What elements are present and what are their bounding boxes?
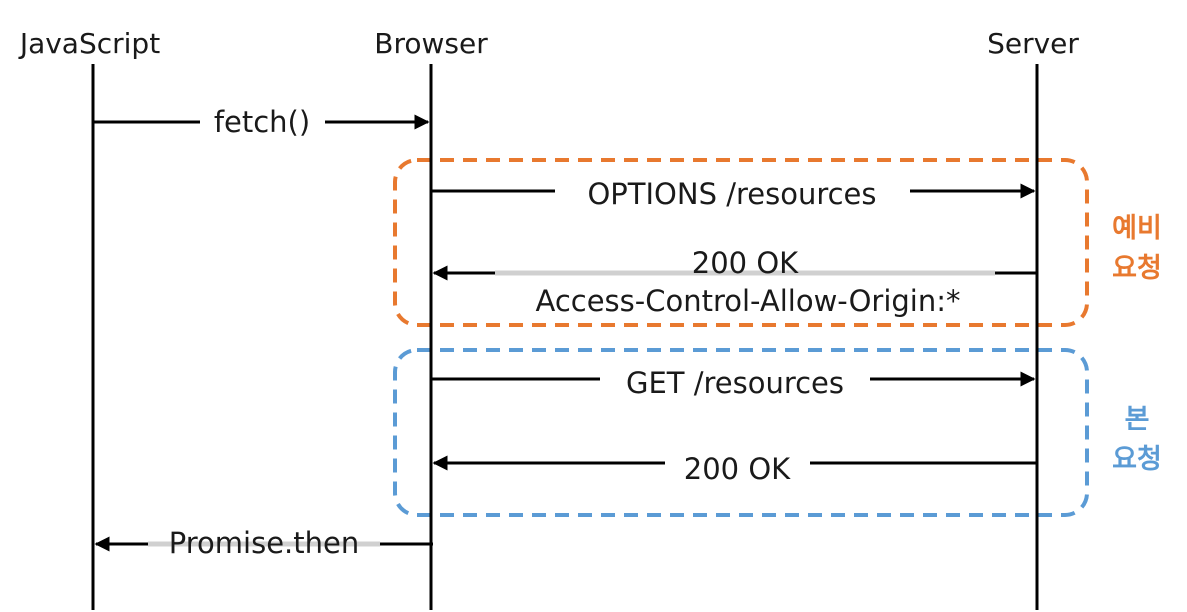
main-group-label-line1: 본 xyxy=(1125,404,1150,435)
options-request-label: OPTIONS /resources xyxy=(587,177,876,211)
actor-server: Server xyxy=(987,27,1079,60)
promise-then-label: Promise.then xyxy=(169,526,359,560)
fetch-label: fetch() xyxy=(214,105,310,139)
preflight-group-label-line1: 예비 xyxy=(1112,213,1162,244)
main-group-label-line2: 요청 xyxy=(1112,444,1162,475)
get-label-bg xyxy=(600,362,870,398)
options-label-bg xyxy=(555,174,910,210)
fetch-label-bg xyxy=(200,105,325,141)
main-status-label-bg xyxy=(665,446,810,482)
get-request-label: GET /resources xyxy=(626,366,844,400)
actor-browser: Browser xyxy=(374,27,488,60)
main-request-group-box xyxy=(393,348,1089,517)
preflight-group-box xyxy=(393,158,1089,327)
preflight-header-label: Access-Control-Allow-Origin:* xyxy=(535,284,960,318)
preflight-status-label: 200 OK xyxy=(692,246,799,280)
actor-javascript: JavaScript xyxy=(18,27,160,60)
main-status-label: 200 OK xyxy=(684,452,791,486)
preflight-group-label-line2: 요청 xyxy=(1112,253,1162,284)
